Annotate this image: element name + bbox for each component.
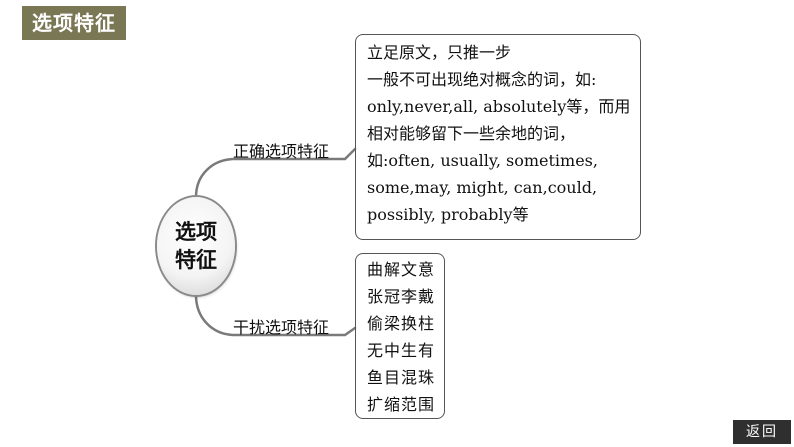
distractor-features-box: 曲解文意 张冠李戴 偷梁换柱 无中生有 鱼目混珠 扩缩范围	[355, 253, 445, 419]
correct-feature-line: some,may, might, can,could,	[367, 178, 598, 197]
correct-feature-line: 立足原文，只推一步	[367, 43, 512, 62]
distractor-feature-line: 鱼目混珠	[367, 368, 436, 387]
center-line-1: 选项	[175, 220, 217, 244]
distractor-feature-line: 无中生有	[367, 341, 436, 360]
distractor-feature-line: 扩缩范围	[367, 395, 436, 414]
distractor-feature-line: 曲解文意	[367, 260, 436, 279]
correct-feature-line: 如:often, usually, sometimes,	[367, 151, 598, 170]
correct-features-box: 立足原文，只推一步 一般不可出现绝对概念的词，如: only,never,all…	[355, 34, 641, 240]
back-button[interactable]: 返回	[733, 420, 791, 444]
distractor-feature-line: 张冠李戴	[367, 287, 436, 306]
branch-label-distractor: 干扰选项特征	[233, 318, 330, 337]
connector-distractor	[194, 293, 357, 337]
correct-feature-line: possibly, probably等	[367, 205, 529, 224]
distractor-feature-line: 偷梁换柱	[367, 314, 436, 333]
correct-feature-line: 一般不可出现绝对概念的词，如:	[367, 70, 597, 89]
correct-feature-line: 相对能够留下一些余地的词，	[367, 124, 576, 143]
center-node: 选项 特征	[157, 197, 235, 295]
center-line-2: 特征	[175, 248, 217, 272]
center-node-label: 选项 特征	[172, 218, 220, 274]
connector-correct	[194, 147, 357, 199]
page-title: 选项特征	[22, 6, 126, 40]
correct-feature-line: only,never,all, absolutely等，而用	[367, 97, 631, 116]
branch-label-correct: 正确选项特征	[233, 142, 330, 161]
